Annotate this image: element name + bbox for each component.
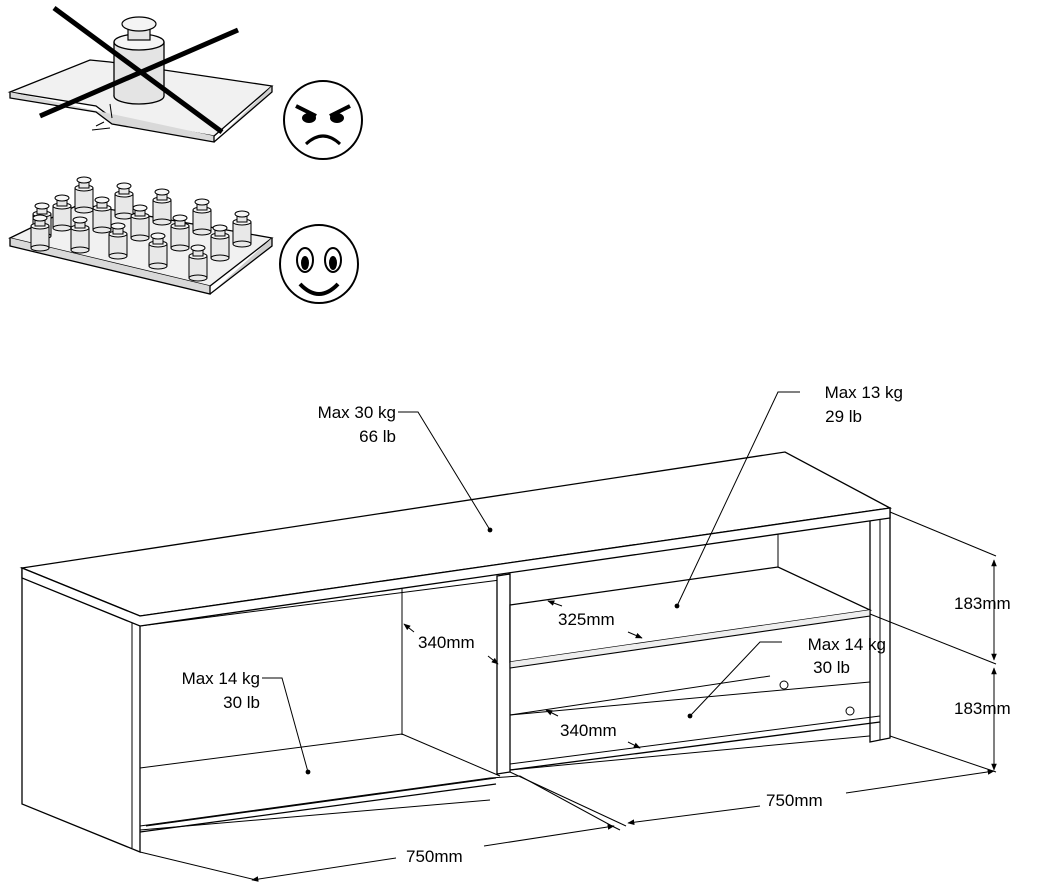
- bad-load-example: [7, 5, 363, 160]
- left-width-label: 750mm: [406, 847, 463, 866]
- upper-shelf-depth-label: 325mm: [558, 610, 615, 629]
- lower-shelf-max-kg-label: Max 14 kg: [808, 635, 886, 654]
- angry-face-icon: [283, 80, 363, 160]
- good-load-example: [8, 176, 359, 304]
- happy-face-icon: [279, 224, 359, 304]
- distributed-weights-icon: [30, 176, 252, 282]
- dimension-arrows: [251, 559, 997, 882]
- upper-shelf-max-lb-label: 29 lb: [825, 407, 862, 426]
- cross-out-mark-icon: [39, 5, 239, 135]
- lower-shelf-depth-label: 340mm: [560, 721, 617, 740]
- upper-height-label: 183mm: [954, 594, 1011, 613]
- leader-lines: [262, 391, 800, 775]
- top-max-kg-label: Max 30 kg: [318, 403, 396, 422]
- compartment-depth-label: 340mm: [418, 633, 475, 652]
- lower-height-label: 183mm: [954, 699, 1011, 718]
- left-compartment-max-kg-label: Max 14 kg: [182, 669, 260, 688]
- lower-shelf-max-lb-label: 30 lb: [813, 658, 850, 677]
- upper-shelf-max-kg-label: Max 13 kg: [825, 383, 903, 402]
- tv-bench-drawing: [19, 451, 997, 881]
- right-width-label: 750mm: [766, 791, 823, 810]
- labels: Max 30 kg 66 lb Max 13 kg 29 lb Max 14 k…: [182, 383, 1011, 866]
- left-compartment-max-lb-label: 30 lb: [223, 693, 260, 712]
- middle-divider: [496, 573, 511, 775]
- top-max-lb-label: 66 lb: [359, 427, 396, 446]
